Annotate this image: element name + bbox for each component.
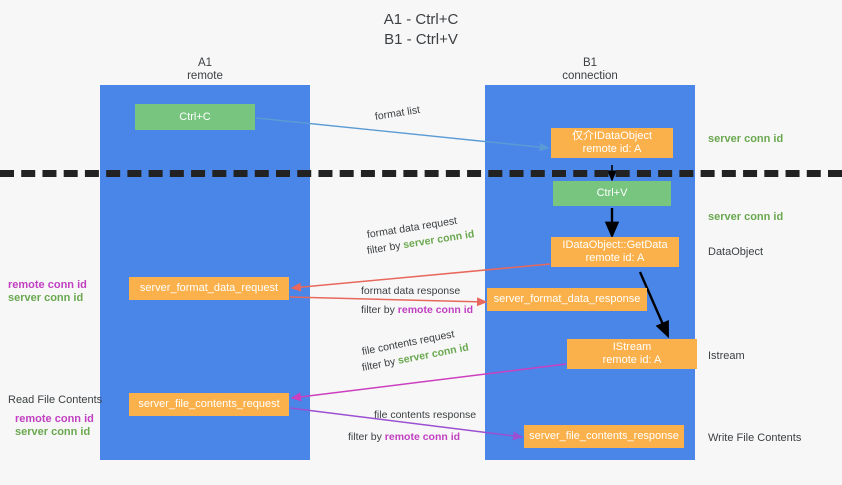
node-idataobject-top-line2: remote id: A bbox=[582, 143, 642, 155]
node-ctrl-v-label: Ctrl+V bbox=[596, 187, 628, 199]
edge-label-format-data-request: format data request filter by server con… bbox=[366, 215, 476, 258]
edge-file-contents-response-filter-key: remote conn id bbox=[384, 431, 461, 443]
annotation-right-server-conn-2: server conn id bbox=[708, 211, 784, 223]
edge-label-file-contents-request: file contents request filter by server c… bbox=[361, 328, 471, 375]
edge-label-file-contents-response: file contents response filter by remote … bbox=[348, 408, 477, 444]
annotation-left-server-conn-2: server conn id bbox=[15, 426, 91, 438]
lane-header-a1: A1 remote bbox=[100, 57, 310, 83]
lane-a1-name: A1 bbox=[197, 57, 213, 69]
lane-header-b1: B1 connection bbox=[485, 57, 695, 83]
node-ctrl-c[interactable]: Ctrl+C bbox=[135, 104, 255, 130]
node-server-file-contents-request-label: server_file_contents_request bbox=[138, 398, 280, 410]
node-idataobject-getdata[interactable]: IDataObject::GetData remote id: A bbox=[551, 237, 679, 267]
edge-label-format-data-response: format data response filter by remote co… bbox=[361, 284, 473, 317]
lane-b1-name: B1 bbox=[582, 57, 598, 69]
title-line-2: B1 - Ctrl+V bbox=[384, 31, 458, 48]
annotation-right-write-file-contents: Write File Contents bbox=[708, 432, 802, 444]
node-server-format-data-response[interactable]: server_format_data_response bbox=[487, 288, 647, 311]
node-server-format-data-response-label: server_format_data_response bbox=[493, 293, 641, 305]
edge-format-data-request-filter-pre: filter by bbox=[366, 239, 405, 257]
annotation-right-dataobject: DataObject bbox=[708, 246, 764, 258]
lane-b1-sub: connection bbox=[562, 70, 618, 82]
edge-label-format-list: format list bbox=[374, 104, 421, 124]
node-idataobject-top[interactable]: 仅介IDataObject remote id: A bbox=[551, 128, 673, 158]
node-server-file-contents-response[interactable]: server_file_contents_response bbox=[524, 425, 684, 448]
edge-label-format-list-text: format list bbox=[374, 103, 421, 123]
title-line-1: A1 - Ctrl+C bbox=[383, 11, 459, 28]
edge-format-data-response-filter-pre: filter by bbox=[361, 304, 398, 316]
annotation-right-server-conn-1: server conn id bbox=[708, 133, 784, 145]
node-idataobject-top-line1: 仅介IDataObject bbox=[571, 130, 653, 142]
edge-format-data-response-line1: format data response bbox=[361, 285, 461, 297]
annotation-left-remote-conn-2: remote conn id bbox=[15, 413, 94, 425]
node-istream-line1: IStream bbox=[612, 341, 652, 353]
node-ctrl-v[interactable]: Ctrl+V bbox=[553, 181, 671, 206]
node-server-format-data-request-label: server_format_data_request bbox=[139, 282, 279, 294]
annotation-left-read-file-contents: Read File Contents bbox=[8, 394, 103, 406]
edge-file-contents-response-line1: file contents response bbox=[374, 409, 477, 421]
page-title: A1 - Ctrl+C B1 - Ctrl+V bbox=[0, 10, 842, 50]
annotation-left-remote-conn-1: remote conn id bbox=[8, 279, 87, 291]
edge-file-contents-response-filter-pre: filter by bbox=[348, 431, 385, 443]
annotation-left-server-conn-1: server conn id bbox=[8, 292, 84, 304]
node-ctrl-c-label: Ctrl+C bbox=[179, 110, 211, 123]
annotation-right-istream: Istream bbox=[708, 350, 745, 362]
node-server-file-contents-request[interactable]: server_file_contents_request bbox=[129, 393, 289, 416]
node-server-file-contents-response-label: server_file_contents_response bbox=[529, 430, 679, 442]
node-istream-line2: remote id: A bbox=[602, 354, 662, 366]
node-server-format-data-request[interactable]: server_format_data_request bbox=[129, 277, 289, 300]
divider-dashed-line bbox=[0, 170, 842, 177]
node-getdata-line2: remote id: A bbox=[585, 252, 645, 264]
edge-format-data-response-filter-key: remote conn id bbox=[397, 304, 474, 316]
node-getdata-line1: IDataObject::GetData bbox=[562, 239, 668, 251]
lane-a1-sub: remote bbox=[187, 70, 223, 82]
node-istream[interactable]: IStream remote id: A bbox=[567, 339, 697, 369]
